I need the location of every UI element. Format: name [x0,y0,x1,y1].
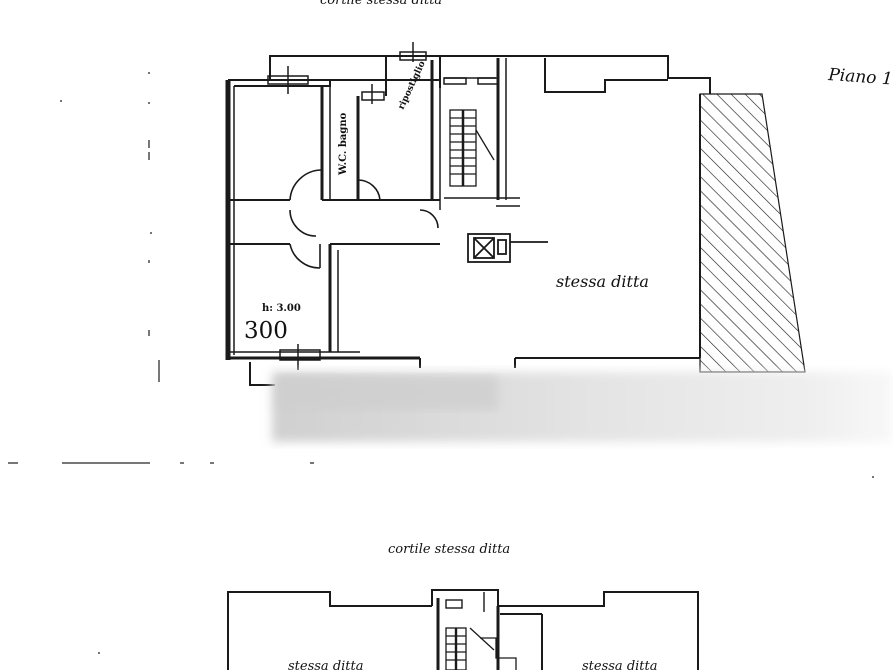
hatched-area [699,93,806,373]
windows [267,42,499,370]
wc-bagno-label: W.C. bagno [338,112,349,176]
margin-specks [8,72,874,654]
top-cut-label: cortile stessa ditta [320,0,442,8]
height-label: h: 3.00 [262,303,301,314]
lift-box [467,233,548,263]
piano-label: Piano 1 [827,65,893,90]
door-swings [289,169,439,269]
upper-plan [225,55,711,386]
lower-plan [227,589,699,670]
ripostiglio-label: ripostiglio [397,60,428,112]
redacted-band-dark [278,376,498,410]
lower-staircase [445,627,517,670]
height-big-label: 300 [244,318,288,344]
cortile-label: cortile stessa ditta [388,542,510,557]
lower-right-label: stessa ditta [582,659,658,670]
room-label-stessa-ditta: stessa ditta [556,272,649,291]
staircase [449,109,495,187]
lower-left-label: stessa ditta [288,659,364,670]
